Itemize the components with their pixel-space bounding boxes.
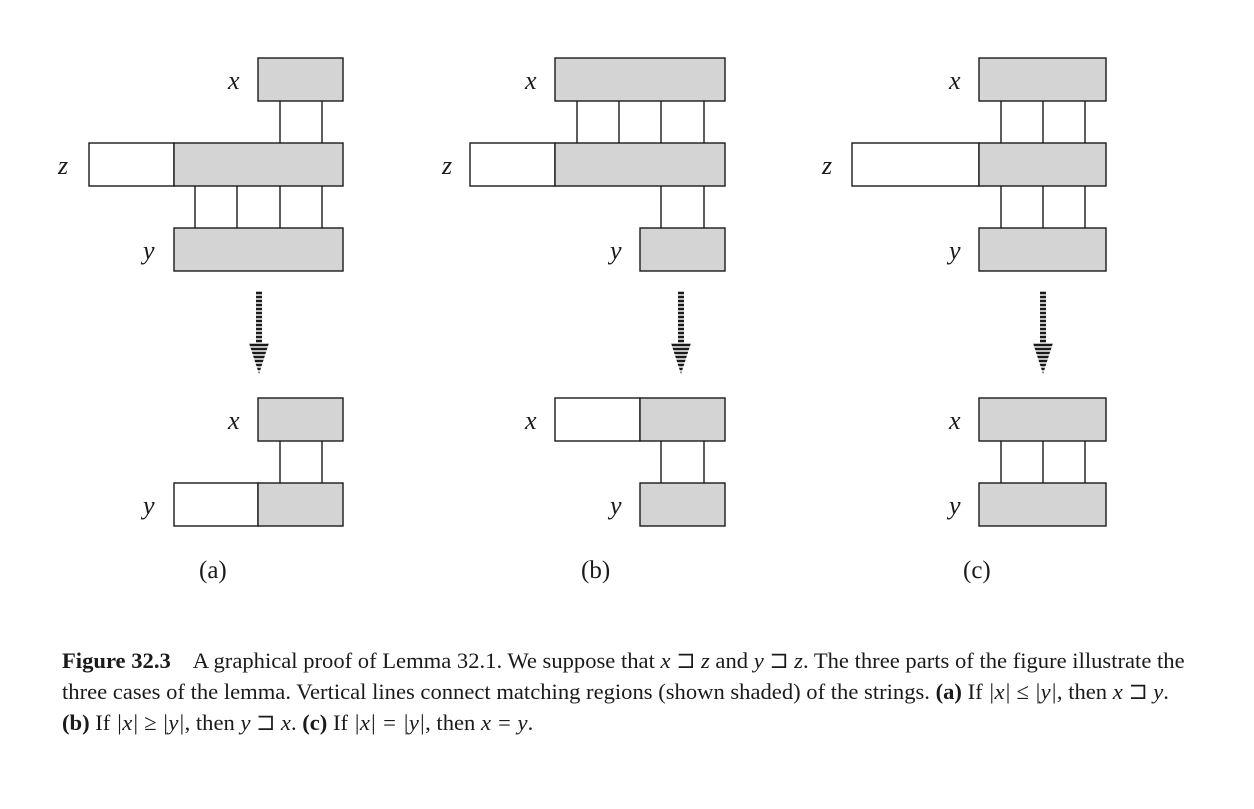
caption-text: .: [527, 710, 534, 735]
caption-text: .: [290, 710, 303, 735]
caption-text: and: [709, 648, 754, 673]
panel-c-top-z-unshaded: [851, 142, 980, 187]
panel-b-bottom-x-unshaded: [554, 397, 641, 442]
caption-math: |x| ≥ |y|: [115, 710, 185, 735]
caption-op: ⊐: [763, 648, 795, 673]
panel-a-top-y-string: [173, 227, 344, 272]
panel-b-top-z-name: z: [441, 151, 452, 180]
panel-b-top-x-name: x: [524, 66, 537, 95]
panel-a-top-z-unshaded: [88, 142, 175, 187]
caption-var: x: [660, 648, 671, 673]
panel-a-top-x-name: x: [227, 66, 240, 95]
caption-text: , then: [425, 710, 481, 735]
panel-b-label: (b): [581, 557, 610, 584]
panel-c-bottom-y-string: [978, 482, 1107, 527]
panel-c-bottom-x-string: [978, 397, 1107, 442]
panel-a-down-arrow: [249, 291, 269, 374]
panel-c: x z y x y (c): [821, 57, 1107, 584]
caption-text: A graphical proof of Lemma 32.1. We supp…: [192, 648, 661, 673]
caption-text: . The three parts of the figure illustra…: [62, 648, 1185, 704]
panel-b-bottom-y-string: [639, 482, 726, 527]
panel-c-down-arrow: [1033, 291, 1053, 374]
panel-b-top-z-unshaded: [469, 142, 556, 187]
panel-b-top-z-shaded: [554, 142, 726, 187]
caption-var: z: [700, 648, 710, 673]
panel-c-top-z-shaded: [978, 142, 1107, 187]
panel-c-top-x-name: x: [948, 66, 961, 95]
panel-a-top-z-shaded: [173, 142, 344, 187]
panel-a-top-x-string: [257, 57, 344, 102]
panel-a-label: (a): [199, 557, 227, 584]
panel-c-top-z-name: z: [821, 151, 832, 180]
panel-c-bottom-x-name: x: [948, 406, 961, 435]
panel-b-down-arrow: [671, 291, 691, 374]
caption-label: Figure 32.3: [62, 648, 171, 673]
panel-a-top-z-name: z: [57, 151, 68, 180]
caption-text: , then: [184, 710, 241, 735]
panel-a-top-y-name: y: [140, 236, 155, 265]
caption-case-label: (a): [935, 679, 962, 704]
panel-c-top-y-name: y: [946, 236, 961, 265]
panel-a: x z y x y (a): [57, 57, 344, 584]
caption-text: If: [327, 710, 354, 735]
panel-a-bottom-x-name: x: [227, 406, 240, 435]
caption-text: If: [89, 710, 116, 735]
panel-c-label: (c): [963, 557, 991, 584]
lemma-figure: x z y x y (a) x z: [57, 57, 1107, 584]
panel-b-bottom-x-shaded: [639, 397, 726, 442]
caption-var: z: [794, 648, 803, 673]
panel-b-top-y-string: [639, 227, 726, 272]
panel-a-bottom-y-shaded: [257, 482, 344, 527]
panel-c-top-y-string: [978, 227, 1107, 272]
caption-math: x = y: [480, 710, 528, 735]
caption-math: |x| ≤ |y|: [988, 679, 1057, 704]
panel-c-top-x-string: [978, 57, 1107, 102]
panel-b-bottom-y-name: y: [607, 491, 622, 520]
panel-a-bottom-x-string: [257, 397, 344, 442]
caption-var: y: [753, 648, 764, 673]
caption-math: |x| = |y|: [353, 710, 426, 735]
panel-c-bottom-y-name: y: [946, 491, 961, 520]
caption-math: y ⊐ x: [240, 710, 291, 735]
caption-text: , then: [1056, 679, 1113, 704]
panel-b-bottom-x-name: x: [524, 406, 537, 435]
caption-case-label: (b): [62, 710, 90, 735]
caption-case-label: (c): [302, 710, 328, 735]
panel-b: x z y x y (b): [441, 57, 726, 584]
caption-op: ⊐: [670, 648, 701, 673]
panel-a-bottom-y-unshaded: [173, 482, 259, 527]
caption-math: x ⊐ y: [1112, 679, 1164, 704]
panel-b-top-y-name: y: [607, 236, 622, 265]
caption-text: .: [1163, 679, 1169, 704]
figure-caption: Figure 32.3 A graphical proof of Lemma 32…: [62, 645, 1192, 738]
caption-text: If: [961, 679, 989, 704]
panel-a-bottom-y-name: y: [140, 491, 155, 520]
panel-b-top-x-string: [554, 57, 726, 102]
